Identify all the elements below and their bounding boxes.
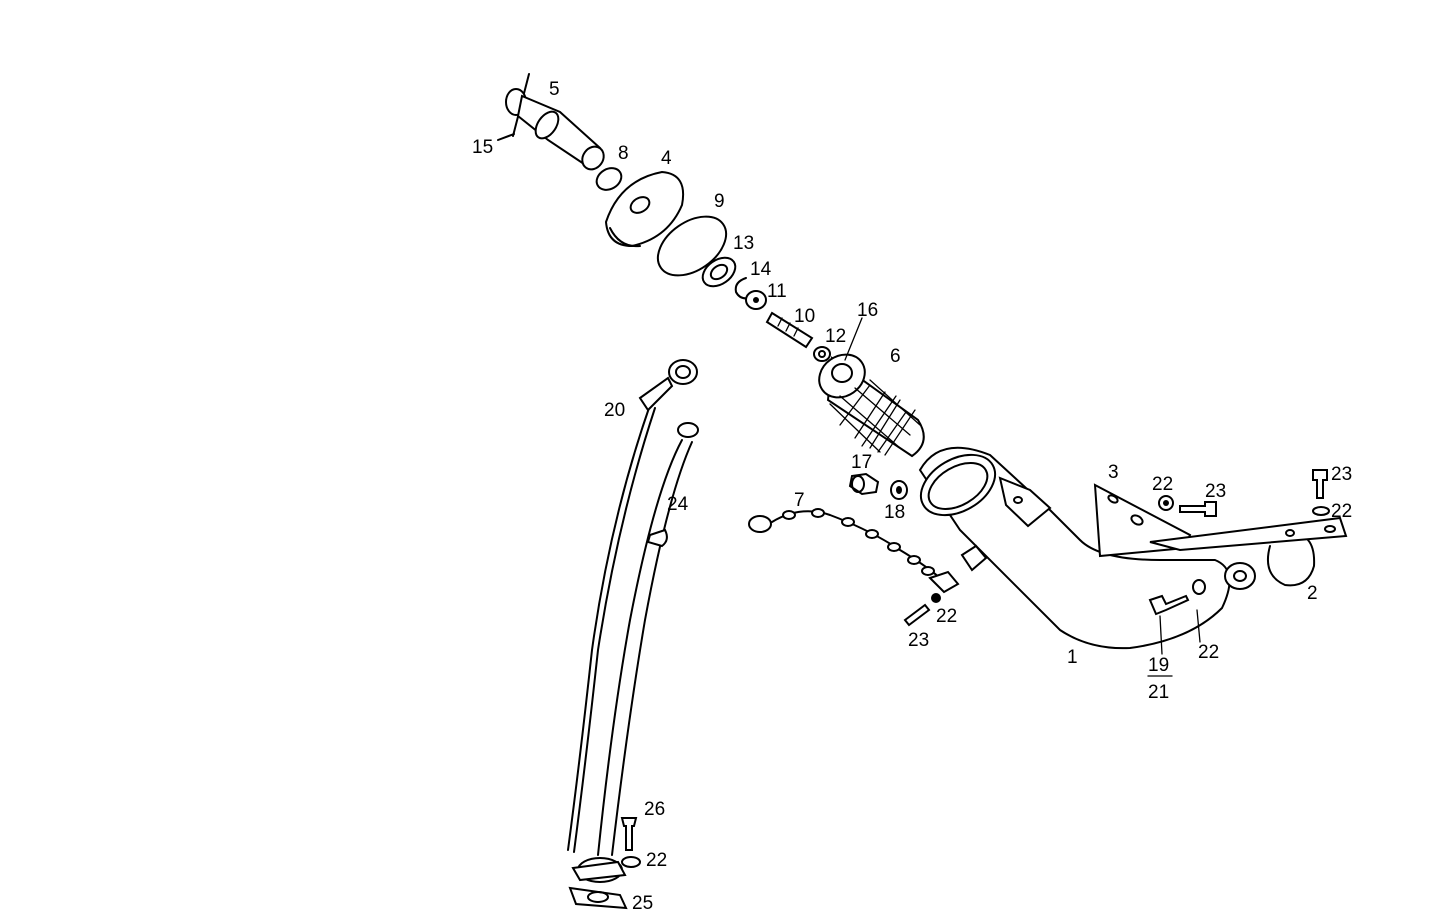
dipstick-part [567,359,698,853]
mounting-bracket-part [1093,483,1348,558]
callout-labels: 5 15 8 4 9 13 14 11 10 16 12 6 20 24 17 … [472,79,1352,914]
bolt-small-chain [903,593,941,627]
clamp-ring-part [1266,539,1316,587]
stud-part [765,311,814,349]
callout-15: 15 [472,137,493,158]
callout-23-bracket: 23 [1205,481,1226,502]
callout-19: 19 [1148,655,1169,676]
dome-cover-part [604,170,684,248]
small-washer-part [813,346,831,362]
bead-chain-part [748,508,960,594]
bolt-bracket-fasteners [1148,469,1330,616]
filler-neck-tube-part [918,446,1256,650]
callout-16: 16 [857,300,878,321]
callout-24: 24 [667,494,689,515]
callout-22-chain: 22 [936,606,957,627]
callout-13: 13 [733,233,754,254]
callout-20: 20 [604,400,625,421]
callout-21: 21 [1148,682,1169,703]
callout-7: 7 [794,490,805,511]
callout-25: 25 [632,893,653,914]
dipstick-tube-part [571,422,699,883]
leader-lines [844,317,1201,677]
filler-cap-part [497,73,605,171]
callout-18: 18 [884,502,905,523]
callout-8: 8 [618,143,629,164]
nut-part [745,290,767,310]
filter-cartridge-part [818,353,925,458]
callout-23-right: 23 [1331,464,1352,485]
callout-4: 4 [661,148,672,169]
callout-9: 9 [714,191,725,212]
callout-22-bottom: 22 [646,850,667,871]
callout-14: 14 [750,259,772,280]
callout-12: 12 [825,326,846,347]
callout-17: 17 [851,452,872,473]
callout-3: 3 [1108,462,1119,483]
callout-11: 11 [767,281,787,302]
callout-10: 10 [794,306,815,327]
washer-18-part [890,480,908,500]
callout-5: 5 [549,79,560,100]
washer-part [701,256,737,288]
callout-2: 2 [1307,583,1318,604]
union-fitting-part [848,472,880,496]
callout-6: 6 [890,346,901,367]
o-ring-part [595,167,623,191]
circlip-part [734,277,751,300]
bottom-bolt-part [620,817,641,868]
callout-26: 26 [644,799,665,820]
callout-22-right: 22 [1331,501,1352,522]
seal-ring-part [656,215,728,277]
callout-22-tube: 22 [1198,642,1219,663]
base-flange-part [568,886,628,910]
callout-22-bracket: 22 [1152,474,1173,495]
callout-1: 1 [1067,647,1078,668]
callout-23-chain: 23 [908,630,929,651]
